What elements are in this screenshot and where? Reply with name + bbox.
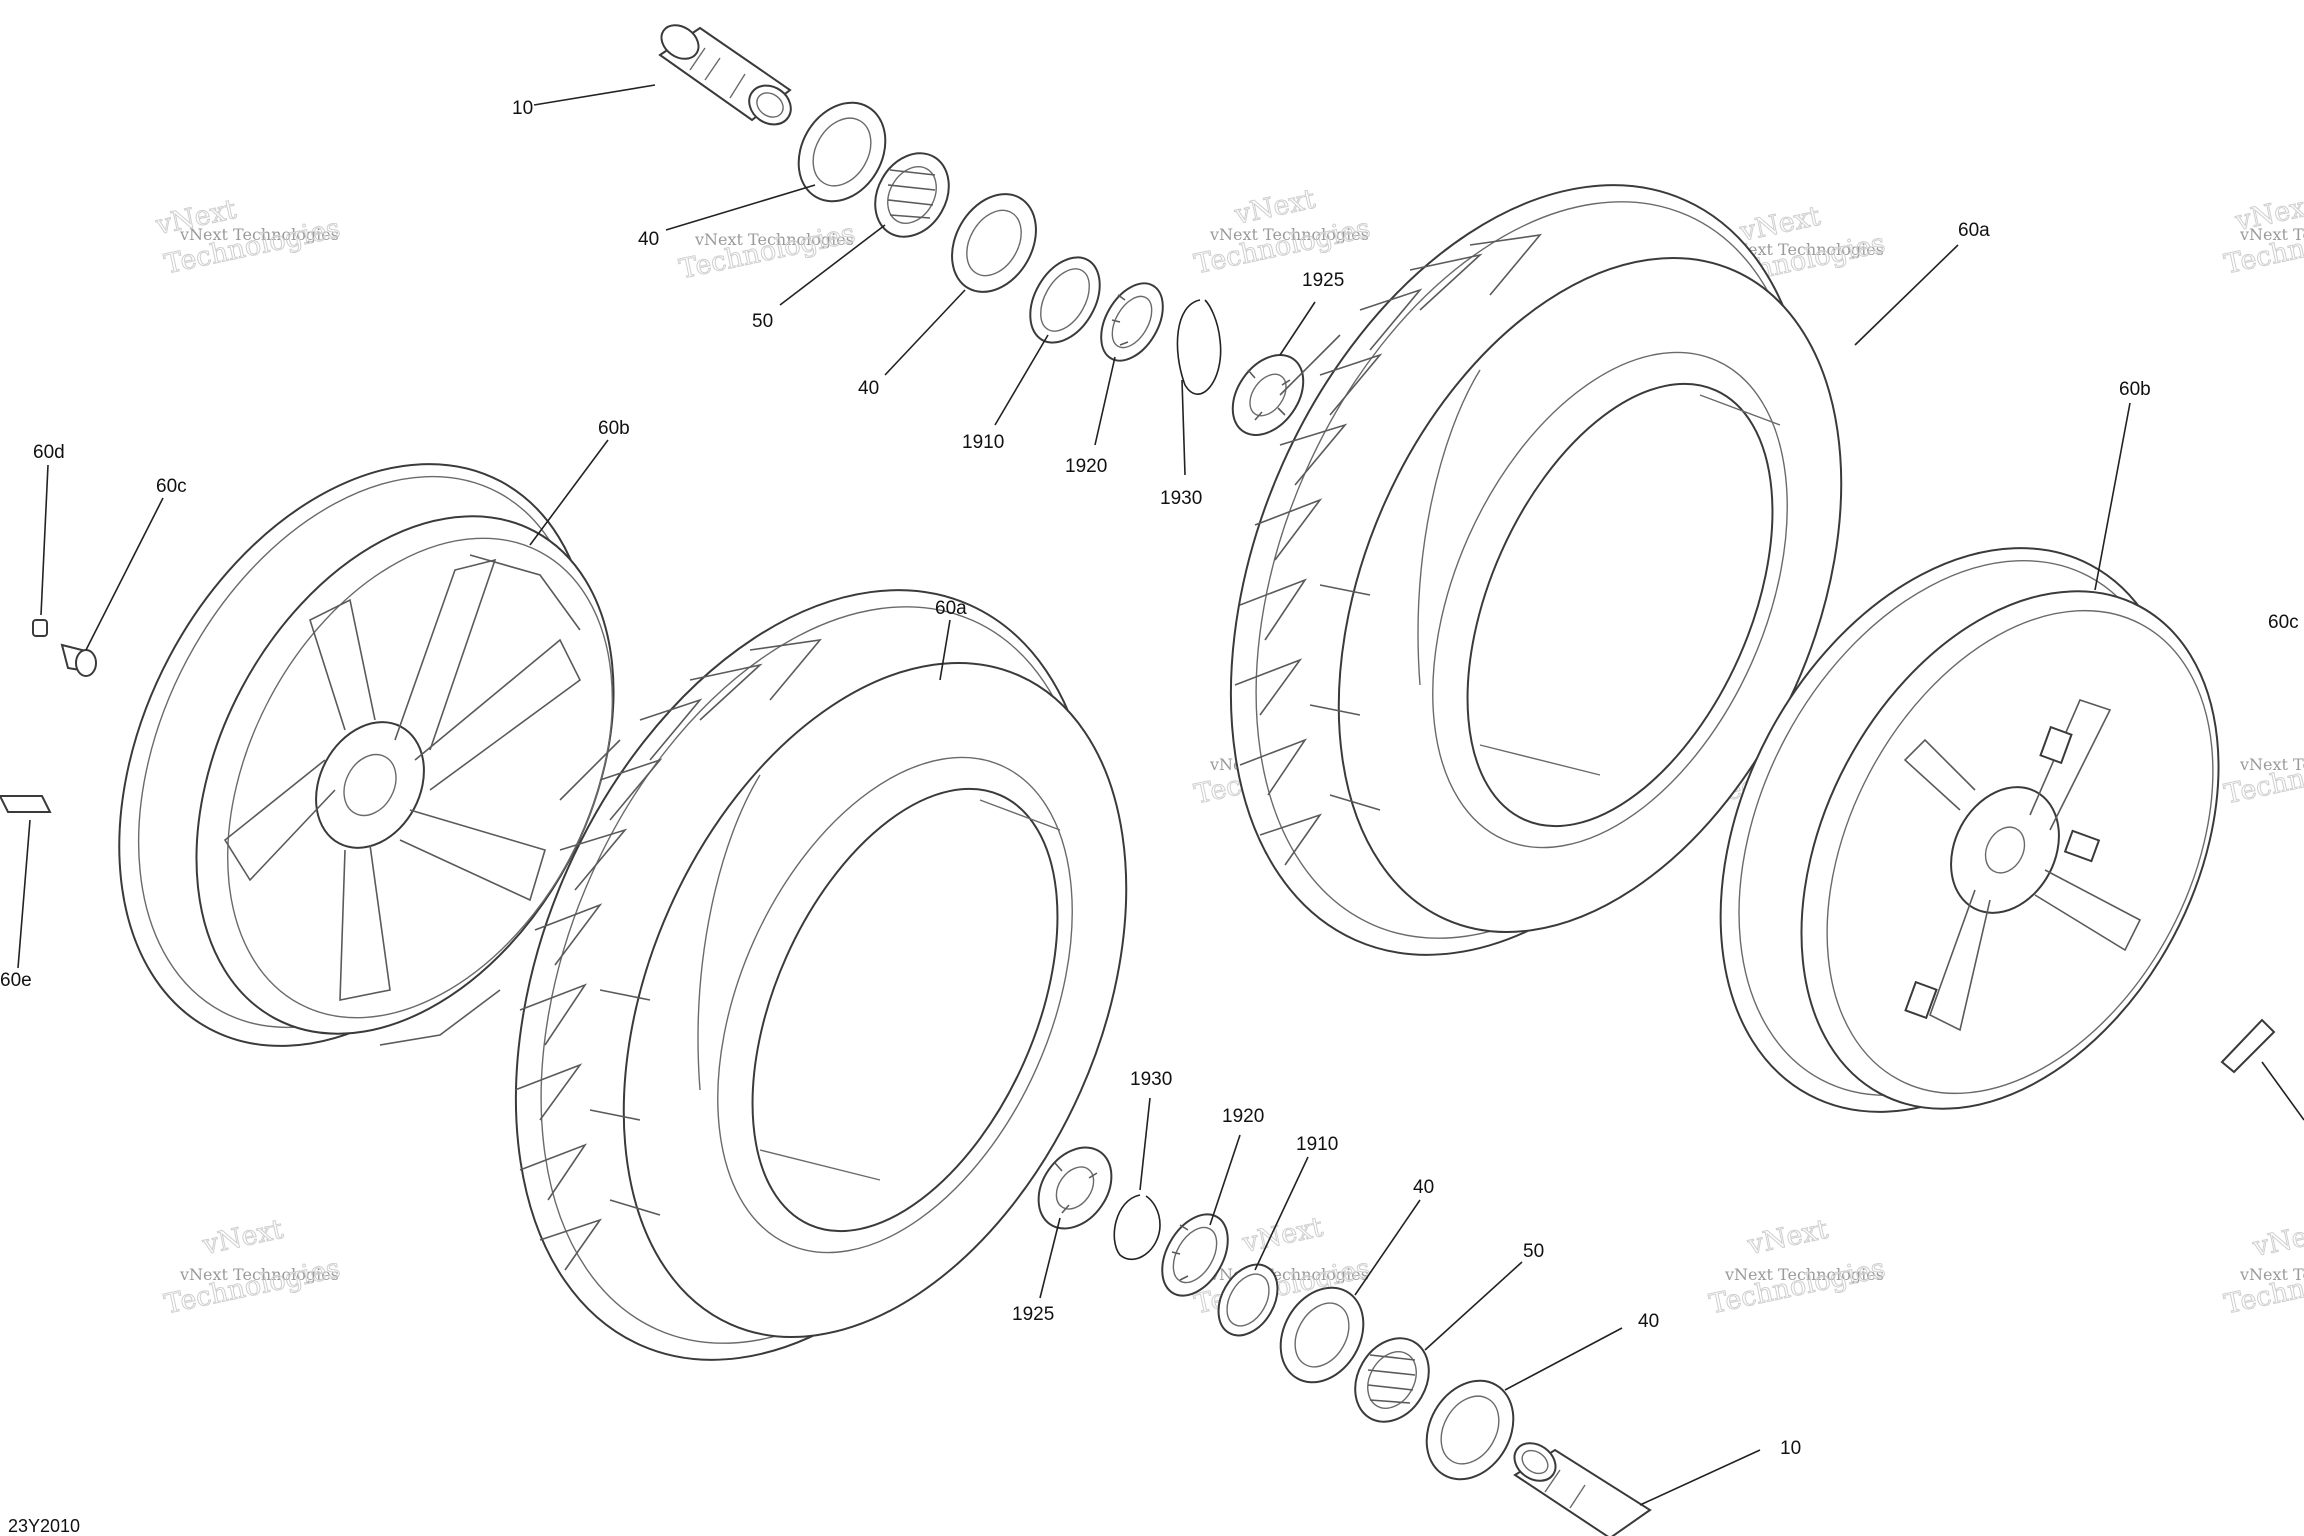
seal-part bbox=[951, 193, 1037, 293]
seal-part bbox=[1279, 1286, 1365, 1384]
svg-text:vNext Technologies: vNext Technologies bbox=[2239, 225, 2304, 244]
watermark: vNext vNext Technologies Technologies bbox=[1191, 183, 1373, 281]
needle-bearing-part bbox=[1354, 1337, 1430, 1423]
bottom-axle-stack bbox=[1037, 1146, 1652, 1536]
svg-text:vNext Technologies: vNext Technologies bbox=[2239, 755, 2304, 774]
svg-text:Technologies: Technologies bbox=[2222, 743, 2304, 810]
top-axle-stack bbox=[658, 24, 1305, 436]
right-tire bbox=[1229, 184, 1843, 956]
circlip-part bbox=[1113, 1194, 1161, 1261]
callout-label: 40 bbox=[1638, 1311, 1659, 1332]
callout-label: 40 bbox=[638, 229, 659, 250]
svg-text:Technologies: Technologies bbox=[2222, 1253, 2304, 1320]
callout-label: 60e bbox=[0, 970, 32, 991]
callout-label: 10 bbox=[1780, 1438, 1801, 1459]
svg-text:vNext Technologies: vNext Technologies bbox=[1209, 225, 1369, 244]
svg-text:vNext: vNext bbox=[1744, 1214, 1831, 1261]
callout-label: 1925 bbox=[1302, 270, 1344, 291]
watermark: vNext vNext Technologies Technologies bbox=[2221, 1215, 2304, 1320]
callout-labels: 10 40 50 40 1910 1920 1930 1925 60a 60b … bbox=[0, 98, 2299, 1459]
spacer-sleeve-part bbox=[658, 24, 792, 126]
balance-weight-part bbox=[2220, 1018, 2276, 1074]
callout-label: 50 bbox=[1523, 1241, 1544, 1262]
lock-nut-part bbox=[1231, 354, 1305, 436]
thrust-washer-part bbox=[1029, 256, 1101, 344]
watermark: vNext vNext Technologies Technologies bbox=[152, 194, 344, 281]
svg-text:vNext: vNext bbox=[1239, 1212, 1326, 1259]
watermark: vNext vNext Technologies Technologies bbox=[2221, 189, 2304, 280]
callout-label: 1920 bbox=[1222, 1106, 1264, 1127]
watermark: vNext vNext Technologies Technologies bbox=[161, 1213, 343, 1320]
spacer-sleeve-part bbox=[1513, 1442, 1652, 1536]
svg-text:Technologies: Technologies bbox=[1192, 213, 1373, 280]
callout-label: 10 bbox=[512, 98, 533, 119]
circlip-part bbox=[1176, 299, 1222, 395]
diagram-code: 23Y2010 bbox=[8, 1516, 80, 1536]
callout-label: 1930 bbox=[1130, 1069, 1172, 1090]
callout-label: 60a bbox=[935, 598, 967, 619]
ring-nut-part bbox=[1161, 1213, 1229, 1297]
svg-text:vNext Technologies: vNext Technologies bbox=[2239, 1265, 2304, 1284]
svg-text:vNext: vNext bbox=[2249, 1216, 2304, 1263]
seal-part bbox=[797, 101, 887, 203]
svg-text:vNext: vNext bbox=[199, 1214, 286, 1261]
callout-label: 1910 bbox=[1296, 1134, 1338, 1155]
svg-text:vNext: vNext bbox=[1231, 184, 1318, 231]
thrust-washer-part bbox=[1217, 1263, 1279, 1337]
callout-label: 1925 bbox=[1012, 1304, 1054, 1325]
watermark: vNext vNext Technologies Technologies bbox=[1706, 1213, 1888, 1320]
callout-label: 1930 bbox=[1160, 488, 1202, 509]
callout-label: 60a bbox=[1958, 220, 1990, 241]
svg-text:Technologies: Technologies bbox=[677, 218, 858, 285]
callout-label: 40 bbox=[1413, 1177, 1434, 1198]
ring-nut-part bbox=[1100, 282, 1164, 362]
svg-text:vNext Technologies: vNext Technologies bbox=[1724, 240, 1884, 259]
callout-label: 60b bbox=[598, 418, 630, 439]
svg-text:vNext Technologies: vNext Technologies bbox=[179, 1265, 339, 1284]
svg-text:vNext Technologies: vNext Technologies bbox=[1724, 1265, 1884, 1284]
callout-label: 60b bbox=[2119, 379, 2151, 400]
callout-label: 1920 bbox=[1065, 456, 1107, 477]
needle-bearing-part bbox=[874, 152, 950, 238]
callout-label: 50 bbox=[752, 311, 773, 332]
callout-label: 40 bbox=[858, 378, 879, 399]
left-tire bbox=[514, 589, 1128, 1361]
svg-text:vNext Technologies: vNext Technologies bbox=[694, 230, 854, 249]
valve-cap-part bbox=[32, 619, 48, 637]
svg-text:Technologies: Technologies bbox=[162, 1253, 343, 1320]
watermark: vNext Technologies Technologies bbox=[676, 217, 858, 285]
callout-label: 60d bbox=[33, 442, 65, 463]
leader-lines bbox=[17, 84, 2304, 1506]
svg-text:vNext Technologies: vNext Technologies bbox=[179, 225, 339, 244]
callout-label: 60c bbox=[156, 476, 187, 497]
callout-label: 1910 bbox=[962, 432, 1004, 453]
left-wheel-rim bbox=[0, 463, 615, 1047]
balance-weight-part bbox=[0, 795, 52, 813]
svg-text:Technologies: Technologies bbox=[1707, 1253, 1888, 1320]
callout-label: 60c bbox=[2268, 612, 2299, 633]
right-wheel-rim bbox=[1719, 547, 2276, 1113]
watermark: vNext Technologies Technologies bbox=[2221, 742, 2304, 810]
seal-part bbox=[1425, 1379, 1515, 1481]
valve-stem-part bbox=[60, 643, 97, 677]
lock-nut-part bbox=[1037, 1146, 1113, 1230]
